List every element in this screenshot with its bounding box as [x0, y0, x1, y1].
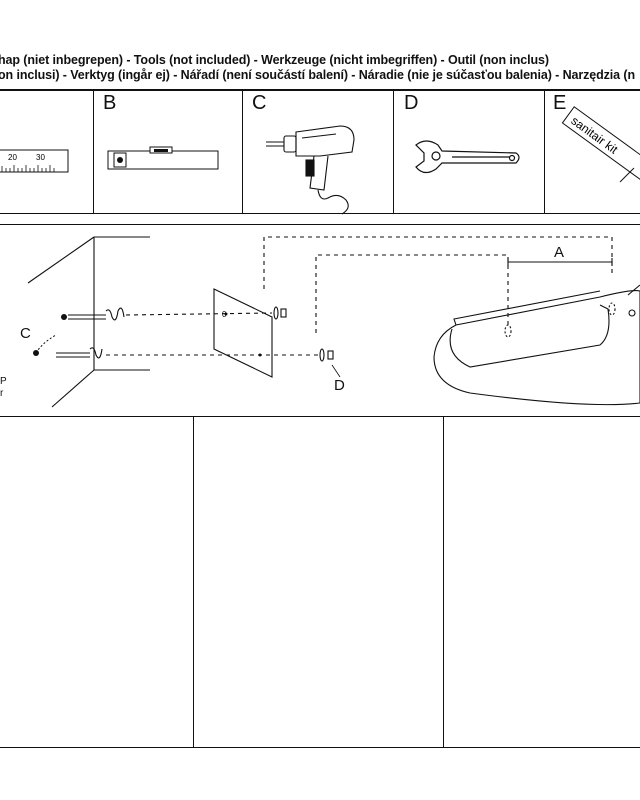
panel-divider: [193, 417, 194, 747]
tool-letter-d: D: [404, 92, 419, 114]
diagram-top-border: [0, 224, 640, 225]
header-line-2: on inclusi) - Verktyg (ingår ej) - Nářad…: [0, 68, 635, 82]
diagram-bottom-border: [0, 416, 640, 417]
drill-icon: [266, 125, 355, 215]
tools-table-bottom-border: [0, 213, 640, 214]
ruler-tick-label: 20: [8, 153, 17, 162]
tools-table-top-border: [0, 89, 640, 91]
header-line-1: hap (niet inbegrepen) - Tools (not inclu…: [0, 53, 549, 67]
tool-letter-b: B: [103, 92, 117, 114]
tool-letter-e: E: [553, 92, 567, 114]
panel-bottom-border: [0, 747, 640, 748]
cut-text: r: [0, 388, 4, 399]
cut-text: P: [0, 376, 7, 387]
label-a: A: [554, 244, 565, 261]
tool-letter-c: C: [252, 92, 267, 114]
tools-table-divider: [93, 90, 94, 214]
spirit-level-icon: [107, 146, 219, 170]
wrench-icon: [415, 140, 520, 174]
ruler-icon: 20 30: [0, 149, 69, 173]
tools-table-divider: [242, 90, 243, 214]
label-c: C: [20, 325, 31, 342]
label-d: D: [334, 377, 345, 394]
tools-table-divider: [393, 90, 394, 214]
panel-divider: [443, 417, 444, 747]
sanitary-kit-icon: sanitair kit: [561, 106, 640, 183]
wall-mount-diagram: 0: [27, 236, 640, 408]
tools-table-divider: [544, 90, 545, 214]
ruler-tick-label: 30: [36, 153, 45, 162]
svg-text:0: 0: [222, 310, 227, 319]
